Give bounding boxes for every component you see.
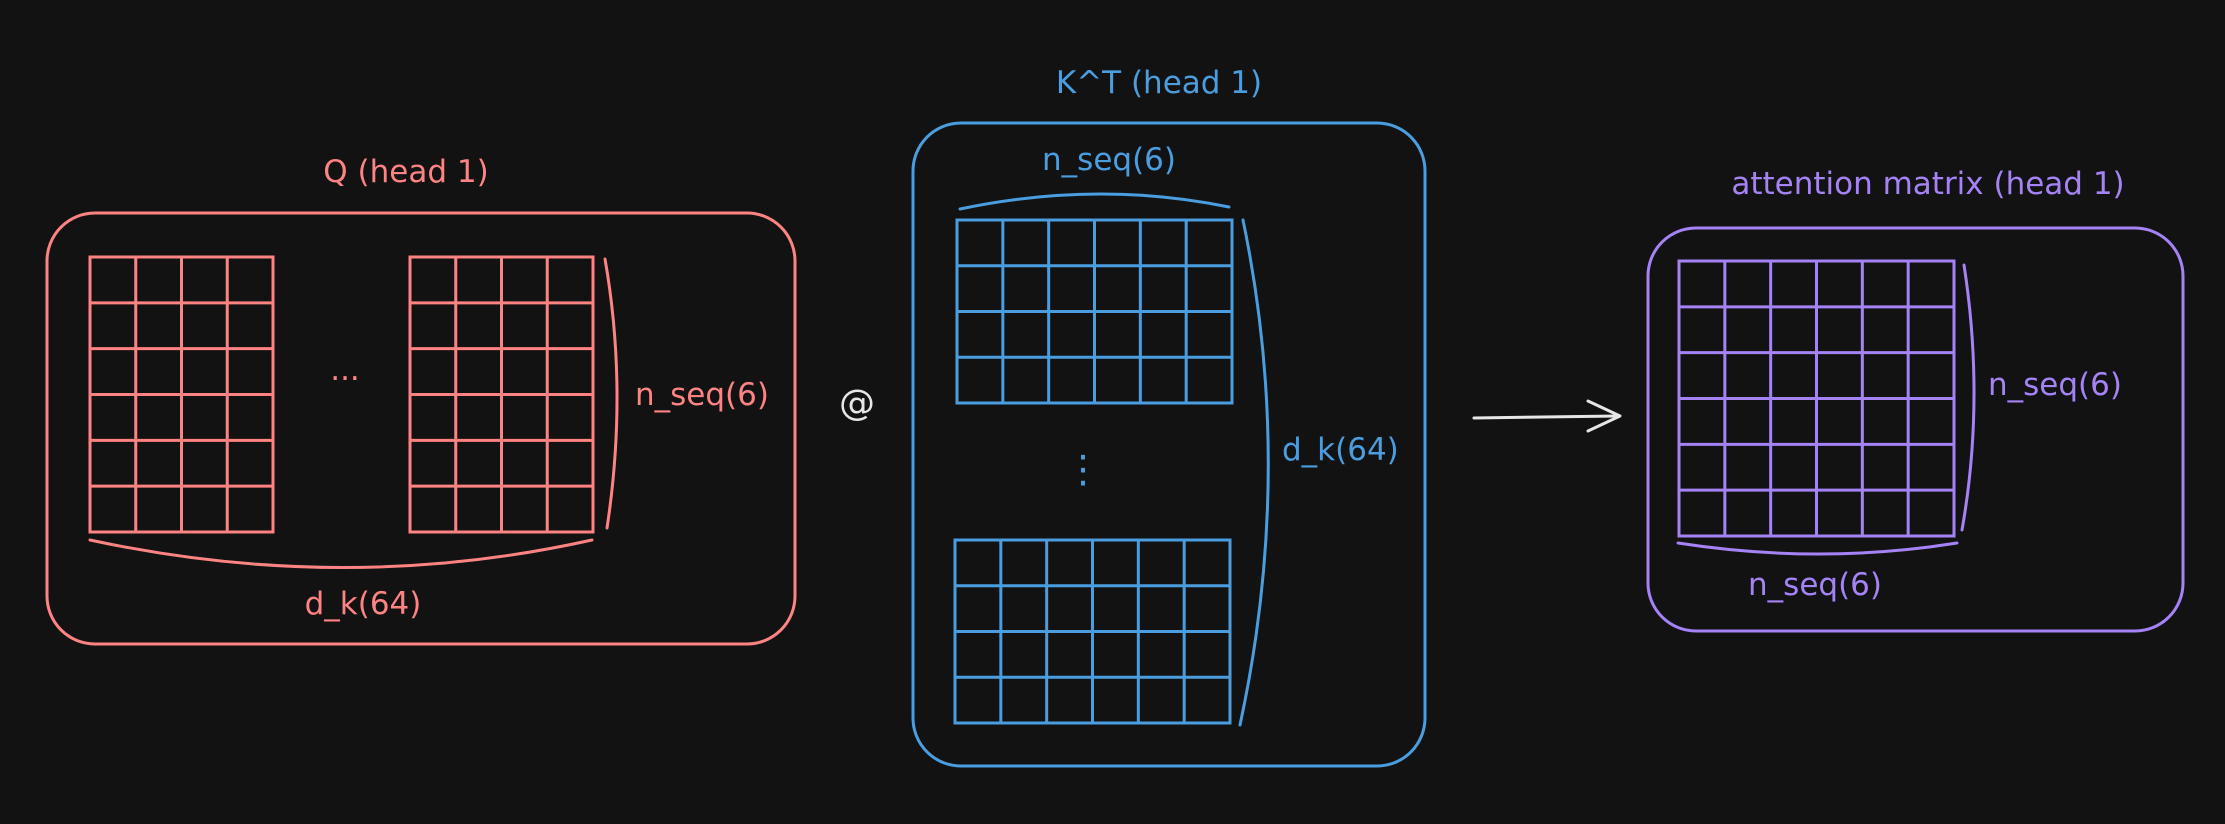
q-cols-brace bbox=[88, 538, 594, 569]
q-rows-brace bbox=[603, 257, 619, 530]
attn-title: attention matrix (head 1) bbox=[1731, 166, 2124, 202]
kt-frame bbox=[911, 121, 1427, 768]
q-title: Q (head 1) bbox=[323, 154, 488, 190]
attn-cols-label: n_seq(6) bbox=[1748, 567, 1882, 603]
q-cols-label: d_k(64) bbox=[305, 586, 422, 622]
kt-rows-brace bbox=[1238, 218, 1270, 727]
attn-rows-brace bbox=[1960, 263, 1976, 532]
q-rows-label: n_seq(6) bbox=[635, 377, 769, 413]
attn-grid bbox=[1677, 259, 1956, 538]
kt-title: K^T (head 1) bbox=[1056, 65, 1262, 101]
kt-panel: K^T (head 1) n_seq(6) ⋮ d_k(64) bbox=[911, 65, 1427, 768]
q-grid-right bbox=[408, 255, 595, 534]
q-grid-left bbox=[88, 255, 275, 534]
q-panel: Q (head 1) ... n_seq(6) d_k(64) bbox=[45, 154, 797, 646]
kt-rows-label: d_k(64) bbox=[1282, 432, 1399, 468]
kt-ellipsis: ⋮ bbox=[1064, 447, 1102, 491]
result-arrow bbox=[1472, 399, 1622, 433]
attn-frame bbox=[1646, 226, 2185, 633]
attn-rows-label: n_seq(6) bbox=[1988, 367, 2122, 403]
matmul-operator: @ bbox=[839, 383, 875, 424]
attn-panel: attention matrix (head 1) n_seq(6) n_seq… bbox=[1646, 166, 2185, 633]
q-frame bbox=[45, 211, 797, 646]
kt-grid-bottom bbox=[953, 538, 1232, 725]
kt-grid-top bbox=[955, 218, 1234, 405]
q-ellipsis: ... bbox=[330, 352, 360, 388]
attn-cols-brace bbox=[1676, 541, 1959, 556]
kt-cols-label: n_seq(6) bbox=[1042, 142, 1176, 178]
kt-cols-brace bbox=[958, 192, 1231, 211]
